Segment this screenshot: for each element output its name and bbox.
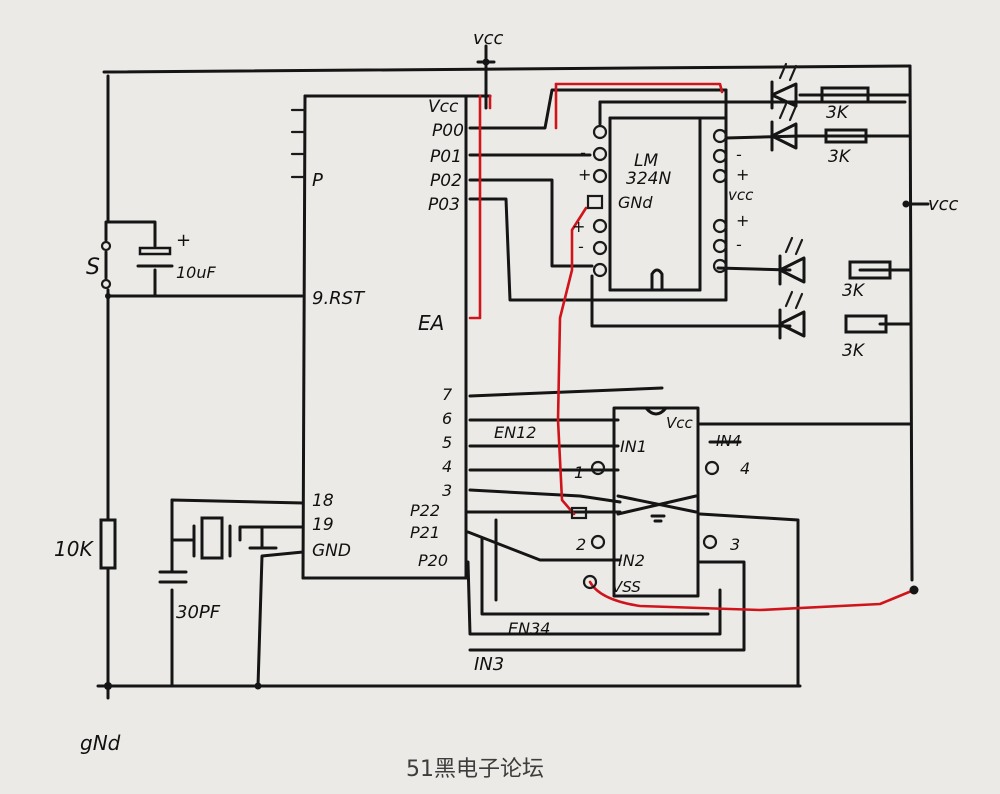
mcu-pin-p21: P21: [410, 523, 440, 542]
mcu-pin-gnd: GND: [312, 541, 351, 561]
mcu-pin-rst: 9.RST: [312, 288, 366, 309]
comparator-plus-right: +: [736, 165, 749, 184]
resistor-3k-4: [844, 314, 888, 334]
mcu-pin-ea: EA: [418, 311, 444, 335]
switch-label: S: [86, 255, 100, 280]
resistor-3k-3: [848, 260, 892, 280]
mcu-pin-18: 18: [312, 491, 334, 511]
cap-10uf-label: 10uF: [176, 263, 217, 282]
wires: [96, 44, 930, 700]
driver-out3: 3: [730, 535, 740, 554]
driver-out2: 2: [576, 535, 586, 554]
driver-en12: EN12: [494, 423, 536, 442]
driver-in2: IN2: [618, 551, 645, 570]
mcu-pin-p03: P03: [428, 195, 460, 215]
gnd-label: gNd: [80, 731, 121, 755]
mcu-pin-19: 19: [312, 515, 334, 535]
mcu-pin-6: 6: [442, 409, 452, 428]
mcu-pin-3: 3: [442, 481, 452, 500]
mcu-pin-5: 5: [442, 433, 452, 452]
comparator-gnd: GNd: [618, 193, 653, 212]
capacitor-10uf: [136, 246, 174, 268]
comparator-plus-left: +: [578, 165, 591, 184]
comparator-vcc: vcc: [728, 186, 754, 204]
mcu-pin-p20: P20: [418, 551, 448, 570]
mcu-pin-p: P: [312, 170, 323, 191]
comparator-minus-right: -: [736, 145, 742, 164]
junction-dots: [104, 58, 919, 690]
driver-in3: IN3: [474, 654, 504, 675]
cap-30pf-label: 30PF: [176, 602, 221, 623]
crystal: [192, 516, 232, 560]
driver-out1: 1: [574, 463, 584, 482]
led-4: [778, 290, 806, 340]
comparator-minus-right-2: -: [736, 235, 742, 254]
comparator-pins: [586, 124, 728, 278]
mcu-pin-4: 4: [442, 457, 452, 476]
res-3k-2-label: 3K: [828, 147, 852, 167]
comparator-name-2: 324N: [626, 169, 671, 189]
vcc-top-label: vcc: [473, 28, 504, 49]
led-3: [778, 236, 806, 286]
mcu-pin-p00: P00: [432, 121, 464, 141]
comparator-plus-left-2: +: [572, 217, 585, 236]
comparator-plus-right-2: +: [736, 211, 749, 230]
driver-en34: EN34: [508, 619, 550, 638]
res-3k-3-label: 3K: [842, 281, 866, 301]
watermark-text: 51黑电子论坛: [406, 757, 544, 782]
vcc-right-label: vcc: [928, 194, 959, 215]
comparator-name-1: LM: [634, 151, 658, 171]
switch-s: [100, 240, 112, 290]
res-3k-4-label: 3K: [842, 341, 866, 361]
cap-plus-label: +: [176, 230, 191, 251]
mcu-pin-p22: P22: [410, 501, 440, 520]
mcu-pin-p01: P01: [430, 147, 462, 167]
led-2: [770, 102, 798, 152]
driver-out4: 4: [740, 459, 750, 478]
driver-pins: [570, 460, 720, 590]
comparator-minus-left-2: -: [578, 237, 584, 256]
resistor-3k-2: [824, 128, 868, 144]
mcu-pin-p02: P02: [430, 171, 462, 191]
labels: vcc vcc gNd S + 10uF 10K 30PF Vcc P00 P0…: [54, 28, 959, 755]
res-10k-label: 10K: [54, 537, 94, 561]
mcu-pin-7: 7: [442, 385, 453, 404]
led-1: [770, 62, 798, 110]
capacitor-30pf: [158, 546, 278, 584]
mcu-pin-vcc: Vcc: [428, 97, 459, 117]
driver-vss: VSS: [612, 578, 641, 596]
res-3k-1-label: 3K: [826, 103, 850, 123]
driver-in1: IN1: [620, 437, 647, 456]
resistor-10k: [99, 518, 117, 570]
driver-in4: IN4: [716, 432, 741, 450]
comparator-minus-left: -: [580, 143, 586, 162]
driver-vcc: Vcc: [666, 414, 694, 432]
resistor-3k-1: [820, 86, 870, 104]
